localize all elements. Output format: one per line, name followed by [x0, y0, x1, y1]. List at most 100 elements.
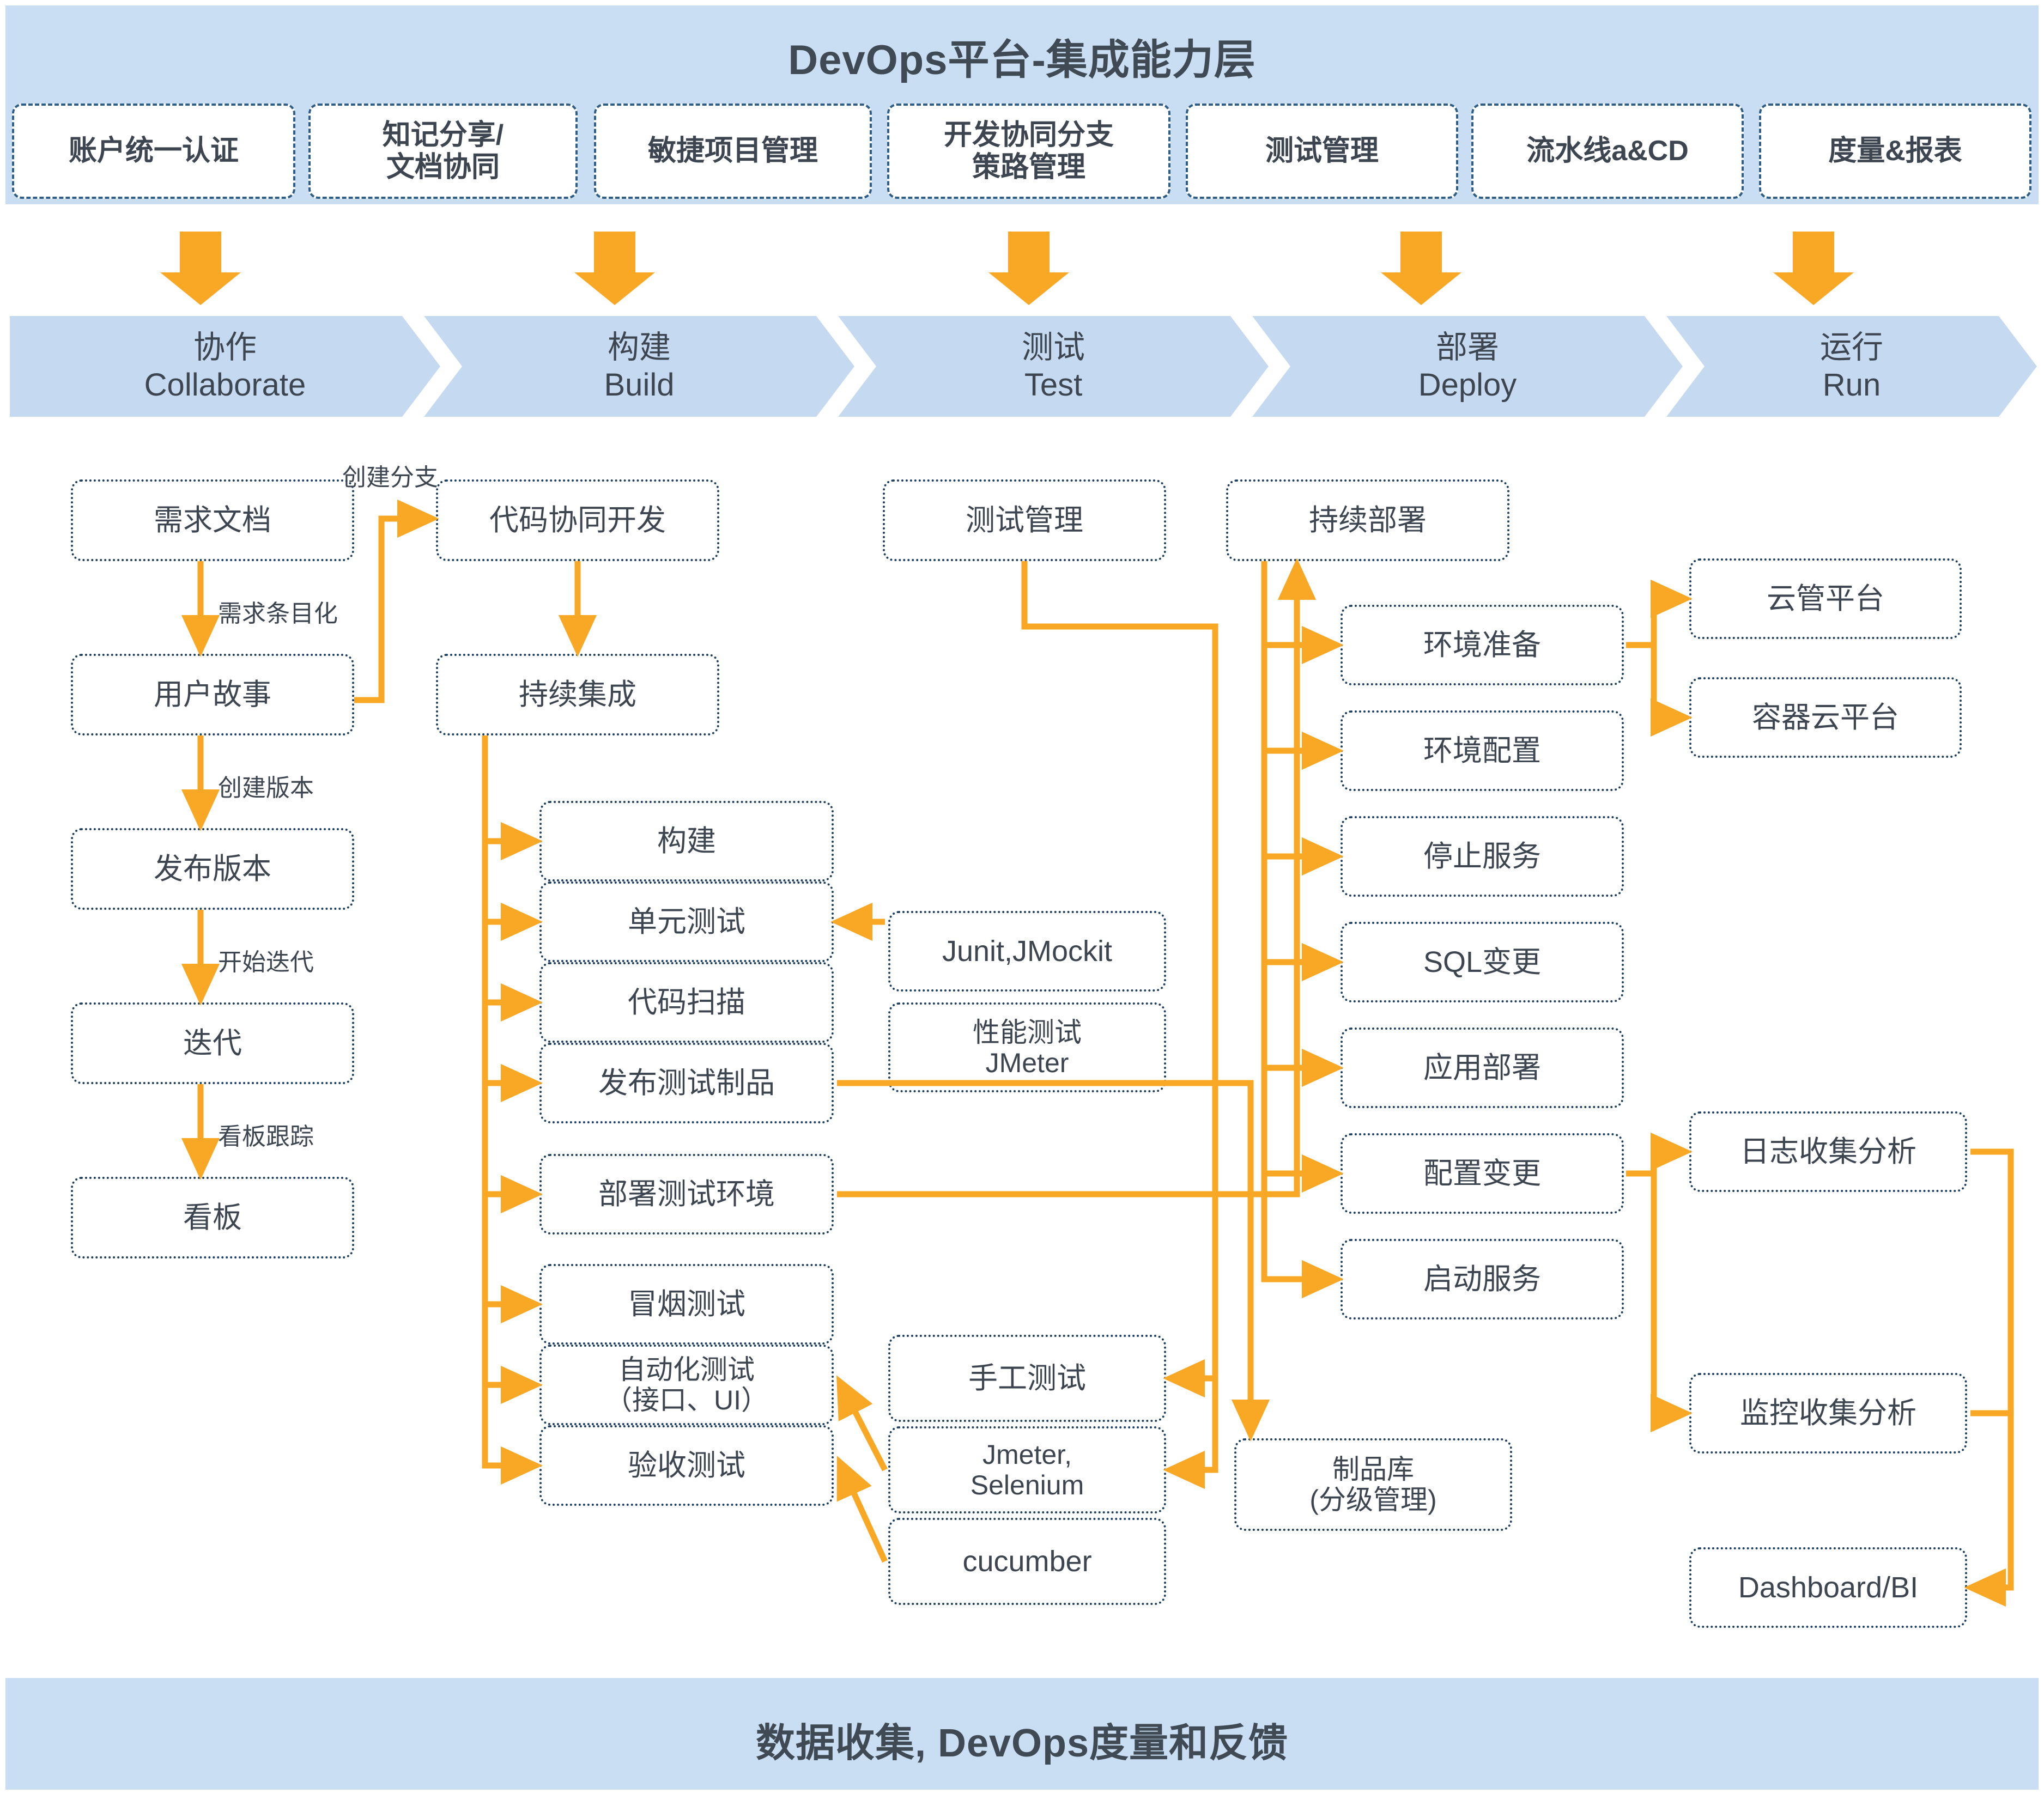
edge-ci-to-build — [482, 735, 543, 861]
node-label: 环境配置 — [1423, 734, 1541, 767]
node-label: 构建 — [657, 824, 716, 858]
node-label: 环境准备 — [1423, 628, 1541, 661]
node-ci-step-code-scan[interactable]: 代码扫描 — [539, 962, 834, 1043]
node-label: 容器云平台 — [1752, 701, 1899, 734]
capability-chip-6[interactable]: 度量&报表 — [1759, 104, 2031, 199]
edge-cucumber-to-acceptancetest — [836, 1455, 888, 1563]
edge-cd-to-sqlchange — [1261, 561, 1344, 982]
node-deploy-step-env-prepare[interactable]: 环境准备 — [1341, 605, 1624, 685]
node-tool-cucumber[interactable]: cucumber — [888, 1518, 1166, 1605]
edge-cd-to-configchange — [1261, 561, 1344, 1193]
node-label: 持续集成 — [519, 678, 636, 711]
node-label: cucumber — [962, 1545, 1092, 1578]
stage-chevron-run[interactable]: 运行 Run — [1666, 316, 2037, 417]
capability-chip-5[interactable]: 流水线a&CD — [1471, 104, 1744, 199]
capability-chip-1[interactable]: 知记分享/ 文档协同 — [308, 104, 578, 199]
capability-chip-4[interactable]: 测试管理 — [1186, 104, 1458, 199]
edge-ci-to-codescan — [482, 735, 543, 1022]
node-deploy-step-config-change[interactable]: 配置变更 — [1341, 1133, 1624, 1214]
edge-ci-to-unittest — [482, 735, 543, 941]
node-ci-step-build[interactable]: 构建 — [539, 801, 834, 881]
down-arrow-build — [574, 232, 655, 305]
node-artifact-repository[interactable]: 制品库 (分级管理) — [1234, 1438, 1512, 1531]
node-tool-jmeter-selenium[interactable]: Jmeter, Selenium — [888, 1426, 1166, 1513]
node-label: 自动化测试 （接口、UI） — [605, 1354, 768, 1415]
footer-band — [5, 1678, 2039, 1790]
edge-configchange-to-loganalysis — [1626, 1132, 1693, 1177]
node-release-version[interactable]: 发布版本 — [71, 828, 354, 910]
node-continuous-deployment[interactable]: 持续部署 — [1226, 479, 1509, 561]
node-log-collection-analysis[interactable]: 日志收集分析 — [1689, 1111, 1967, 1192]
stage-chevron-build[interactable]: 构建 Build — [424, 316, 854, 417]
node-label: Dashboard/BI — [1738, 1571, 1919, 1604]
capability-label: 度量&报表 — [1828, 135, 1962, 167]
stage-chevron-deploy[interactable]: 部署 Deploy — [1252, 316, 1683, 417]
down-arrow-test — [988, 232, 1069, 305]
node-ci-step-smoke-test[interactable]: 冒烟测试 — [539, 1264, 834, 1345]
node-monitor-collection-analysis[interactable]: 监控收集分析 — [1689, 1373, 1967, 1454]
edge-ci-to-acceptancetest — [482, 735, 543, 1485]
node-ci-step-deploy-test-env[interactable]: 部署测试环境 — [539, 1154, 834, 1235]
node-label: 测试管理 — [966, 503, 1083, 537]
node-tool-manual-test[interactable]: 手工测试 — [888, 1335, 1166, 1422]
node-label: 迭代 — [183, 1026, 242, 1060]
edge-label-create-version: 创建版本 — [218, 775, 314, 801]
node-ci-step-auto-test[interactable]: 自动化测试 （接口、UI） — [539, 1345, 834, 1425]
node-continuous-integration[interactable]: 持续集成 — [436, 654, 719, 735]
edge-story-to-codedev — [354, 499, 439, 703]
stage-chevron-test[interactable]: 测试 Test — [838, 316, 1269, 417]
node-label: 验收测试 — [628, 1449, 745, 1482]
header-down-arrows — [160, 232, 1854, 305]
node-label: 云管平台 — [1767, 582, 1884, 615]
node-ci-step-publish-artifact[interactable]: 发布测试制品 — [539, 1043, 834, 1123]
edge-cd-to-appdeploy — [1261, 561, 1344, 1087]
node-label: Jmeter, Selenium — [970, 1439, 1084, 1500]
node-iteration[interactable]: 迭代 — [71, 1002, 354, 1084]
node-user-story[interactable]: 用户故事 — [71, 654, 354, 735]
stage-label-cn: 协作 — [193, 330, 257, 366]
node-kanban[interactable]: 看板 — [71, 1177, 354, 1258]
node-label: 看板 — [183, 1201, 242, 1234]
stage-label-en: Run — [1822, 367, 1881, 403]
stage-label-cn: 构建 — [607, 330, 671, 366]
capability-chip-0[interactable]: 账户统一认证 — [12, 104, 295, 199]
node-deploy-step-sql-change[interactable]: SQL变更 — [1341, 922, 1624, 1002]
node-label: 配置变更 — [1423, 1157, 1541, 1190]
edge-cd-to-envconfig — [1261, 561, 1344, 770]
node-ci-step-unit-test[interactable]: 单元测试 — [539, 881, 834, 962]
capability-label: 敏捷项目管理 — [647, 135, 818, 167]
edge-label-create-branch: 创建分支 — [342, 464, 438, 491]
node-deploy-step-start-service[interactable]: 启动服务 — [1341, 1239, 1624, 1320]
node-container-cloud-platform[interactable]: 容器云平台 — [1689, 677, 1962, 758]
node-test-management[interactable]: 测试管理 — [883, 479, 1166, 561]
edge-testmgmt-to-jmeterselenium — [1163, 1378, 1218, 1489]
node-requirement-doc[interactable]: 需求文档 — [71, 479, 354, 561]
stage-label-en: Test — [1024, 367, 1083, 403]
node-dashboard-bi[interactable]: Dashboard/BI — [1689, 1547, 1967, 1628]
capability-label: 流水线a&CD — [1526, 135, 1689, 167]
node-deploy-step-env-config[interactable]: 环境配置 — [1341, 710, 1624, 791]
edge-label-start-iteration: 开始迭代 — [218, 949, 314, 976]
capability-label: 账户统一认证 — [68, 135, 239, 167]
node-label: 冒烟测试 — [628, 1287, 745, 1321]
node-code-collab-dev[interactable]: 代码协同开发 — [436, 479, 719, 561]
capability-label: 知记分享/ 文档协同 — [382, 119, 504, 183]
node-label: 日志收集分析 — [1740, 1135, 1916, 1168]
capability-chip-2[interactable]: 敏捷项目管理 — [594, 104, 872, 199]
node-deploy-step-stop-service[interactable]: 停止服务 — [1341, 816, 1624, 897]
node-deploy-step-app-deploy[interactable]: 应用部署 — [1341, 1027, 1624, 1108]
capability-chip-3[interactable]: 开发协同分支 策路管理 — [887, 104, 1170, 199]
stage-label-cn: 部署 — [1435, 330, 1499, 366]
node-tool-perf-jmeter[interactable]: 性能测试 JMeter — [888, 1002, 1166, 1092]
stage-label-en: Collaborate — [144, 367, 306, 403]
down-arrow-run — [1773, 232, 1854, 305]
stage-chevron-collaborate[interactable]: 协作 Collaborate — [10, 316, 440, 417]
node-label: 制品库 (分级管理) — [1309, 1454, 1437, 1515]
node-cloud-mgmt-platform[interactable]: 云管平台 — [1689, 558, 1962, 639]
edge-loganalysis-to-dashboard — [1964, 1148, 2014, 1607]
node-tool-junit-jmockit[interactable]: Junit,JMockit — [888, 911, 1166, 992]
stage-label-cn: 运行 — [1819, 330, 1883, 366]
node-ci-step-acceptance-test[interactable]: 验收测试 — [539, 1425, 834, 1506]
edge-ci-to-deploytestenv — [482, 735, 543, 1214]
